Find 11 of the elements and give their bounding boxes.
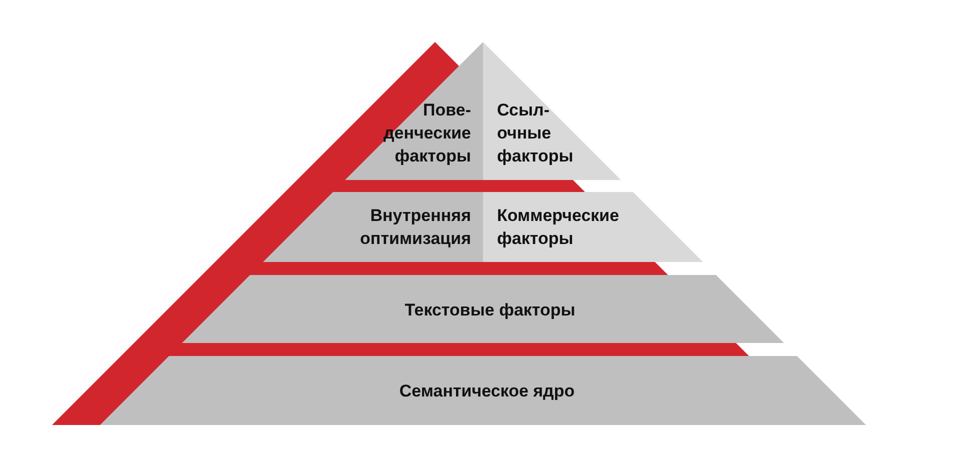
tier-label: Семантическое ядро [399, 380, 575, 402]
pyramid-segment [345, 42, 483, 180]
pyramid-segment [263, 192, 483, 262]
segment-label: Внутренняя оптимизация [360, 205, 471, 250]
segment-label: Ссыл- очные факторы [497, 100, 574, 168]
pyramid-segment [483, 42, 621, 180]
pyramid-tier [100, 356, 866, 425]
segment-label: Коммерческие факторы [497, 205, 620, 250]
pyramid-segment [483, 192, 703, 262]
tier-label: Текстовые факторы [404, 300, 576, 322]
pyramid-tier [182, 275, 784, 343]
